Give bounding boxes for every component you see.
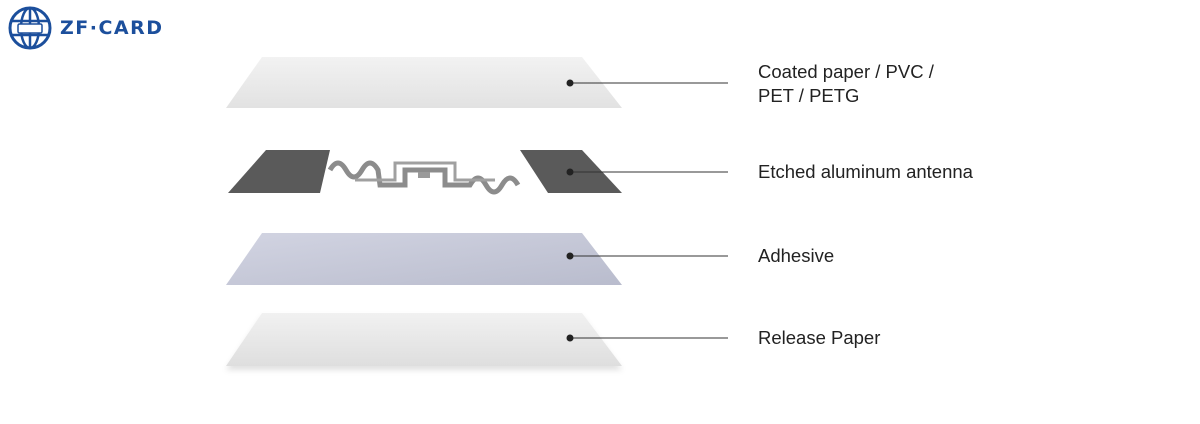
layer-antenna: [228, 150, 622, 195]
leader-dot-coated-paper: [566, 79, 574, 87]
leader-dot-adhesive: [566, 252, 574, 260]
globe-logo-icon: [8, 6, 52, 50]
brand-logo: ZF·CARD: [8, 6, 164, 50]
label-adhesive: Adhesive: [758, 245, 835, 266]
label-antenna: Etched aluminum antenna: [758, 161, 973, 182]
label-coated-paper: Coated paper / PVC / PET / PETG: [758, 61, 934, 106]
leader-dot-release-paper: [566, 334, 574, 342]
layer-release-paper: [226, 313, 622, 366]
leader-dot-antenna: [566, 168, 574, 176]
label-release-paper: Release Paper: [758, 327, 881, 348]
layer-adhesive: [226, 233, 622, 285]
brand-name: ZF·CARD: [60, 17, 164, 39]
layer-coated-paper: [226, 57, 622, 108]
